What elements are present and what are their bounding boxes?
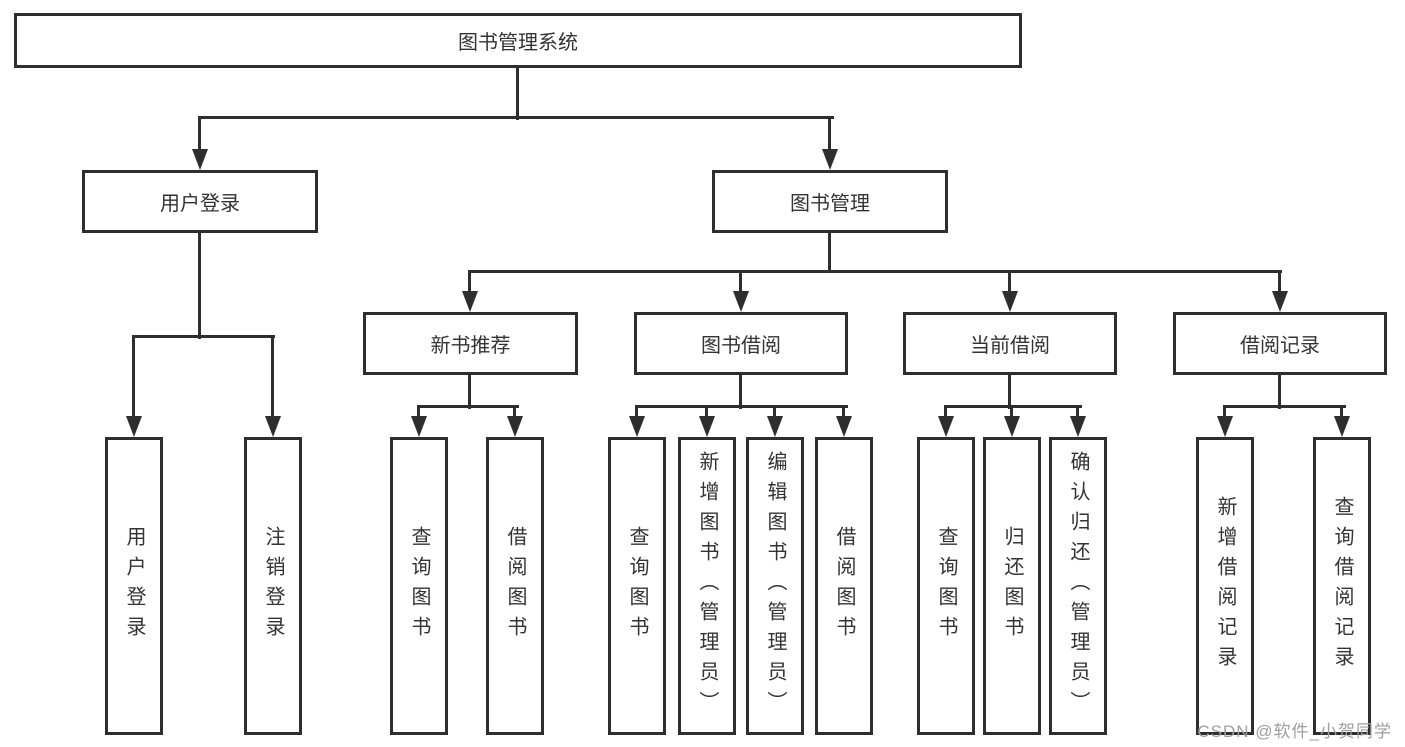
connector-line — [739, 375, 742, 409]
connector-line — [198, 116, 834, 119]
connector-arrow — [822, 149, 838, 170]
leaf-query-books-1: 查询图书 — [390, 437, 448, 735]
connector-line — [944, 405, 1082, 408]
leaf-user-login: 用户登录 — [105, 437, 163, 735]
leaf-confirm-return-admin: 确认归还（管理员） — [1049, 437, 1107, 735]
leaf-return-books: 归还图书 — [983, 437, 1041, 735]
node-user-login: 用户登录 — [82, 170, 318, 233]
connector-arrow — [1070, 416, 1086, 437]
connector-arrow — [265, 416, 281, 437]
connector-line — [1340, 405, 1343, 418]
leaf-add-book-admin: 新增图书（管理员） — [678, 437, 736, 735]
connector-line — [1008, 270, 1011, 295]
connector-line — [1010, 405, 1013, 418]
leaf-borrow-books-1: 借阅图书 — [486, 437, 544, 735]
connector-line — [1223, 405, 1226, 418]
connector-line — [705, 405, 708, 418]
connector-line — [944, 405, 947, 418]
node-book-borrowing: 图书借阅 — [634, 312, 848, 375]
leaf-borrow-books-2: 借阅图书 — [815, 437, 873, 735]
connector-line — [198, 116, 201, 152]
connector-arrow — [767, 416, 783, 437]
leaf-logout-login: 注销登录 — [244, 437, 302, 735]
connector-line — [417, 405, 519, 408]
connector-line — [468, 375, 471, 409]
node-borrowing-records: 借阅记录 — [1173, 312, 1387, 375]
connector-line — [635, 405, 638, 418]
connector-line — [773, 405, 776, 418]
connector-arrow — [462, 291, 478, 312]
node-current-borrowing: 当前借阅 — [903, 312, 1117, 375]
connector-line — [1223, 405, 1346, 408]
node-new-book-recommend: 新书推荐 — [363, 312, 578, 375]
connector-line — [635, 405, 848, 408]
leaf-query-borrow-record: 查询借阅记录 — [1313, 437, 1371, 735]
connector-arrow — [836, 416, 852, 437]
connector-line — [828, 233, 831, 273]
leaf-edit-book-admin: 编辑图书（管理员） — [746, 437, 804, 735]
connector-arrow — [126, 416, 142, 437]
watermark: CSDN @软件_小贺同学 — [1197, 722, 1392, 741]
connector-line — [468, 270, 1282, 273]
connector-line — [271, 335, 274, 418]
connector-line — [468, 270, 471, 295]
connector-line — [842, 405, 845, 418]
connector-arrow — [938, 416, 954, 437]
connector-arrow — [411, 416, 427, 437]
connector-line — [132, 335, 275, 338]
connector-arrow — [699, 416, 715, 437]
connector-arrow — [1272, 291, 1288, 312]
connector-line — [513, 405, 516, 418]
connector-line — [198, 233, 201, 339]
connector-arrow — [1334, 416, 1350, 437]
leaf-add-borrow-record: 新增借阅记录 — [1196, 437, 1254, 735]
node-library-system: 图书管理系统 — [14, 13, 1022, 68]
connector-line — [1278, 270, 1281, 295]
connector-line — [516, 68, 519, 120]
connector-line — [1278, 375, 1281, 409]
connector-line — [1008, 375, 1011, 409]
connector-line — [739, 270, 742, 295]
leaf-query-books-2: 查询图书 — [608, 437, 666, 735]
connector-line — [132, 335, 135, 418]
connector-arrow — [1217, 416, 1233, 437]
connector-arrow — [192, 149, 208, 170]
connector-line — [828, 116, 831, 152]
connector-arrow — [733, 291, 749, 312]
connector-line — [1076, 405, 1079, 418]
connector-line — [417, 405, 420, 418]
leaf-query-books-3: 查询图书 — [917, 437, 975, 735]
node-book-management: 图书管理 — [712, 170, 948, 233]
connector-arrow — [1004, 416, 1020, 437]
connector-arrow — [507, 416, 523, 437]
connector-arrow — [629, 416, 645, 437]
connector-arrow — [1002, 291, 1018, 312]
